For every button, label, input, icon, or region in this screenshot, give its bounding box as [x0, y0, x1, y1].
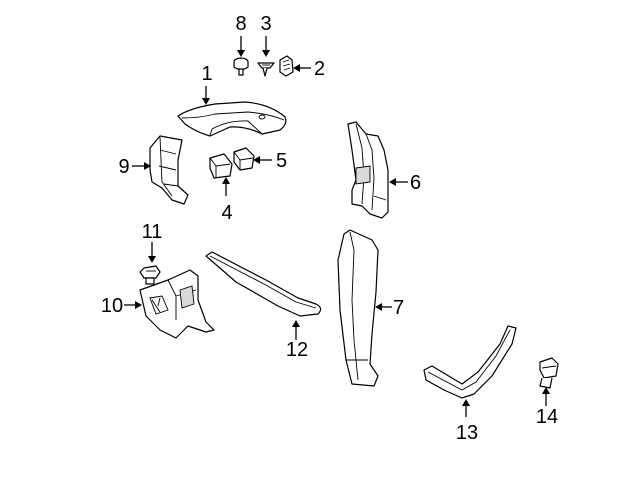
- part-4-cover: [209, 153, 233, 179]
- part-11-fastener: [139, 265, 161, 285]
- leader-12: [292, 320, 300, 340]
- callout-1: 1: [201, 63, 212, 85]
- part-7-pillar-lower: [337, 229, 379, 387]
- callout-3: 3: [260, 13, 271, 35]
- callout-5: 5: [276, 150, 287, 172]
- leader-6: [389, 178, 408, 186]
- leader-13: [462, 399, 470, 417]
- part-9-bracket: [149, 135, 189, 205]
- leader-8: [237, 36, 245, 57]
- part-10-lower-bracket: [139, 269, 215, 339]
- leader-9: [132, 162, 151, 170]
- part-5-cover: [233, 147, 255, 171]
- leader-7: [375, 303, 392, 311]
- leader-2: [293, 64, 311, 72]
- leader-14: [542, 387, 550, 406]
- callout-8: 8: [235, 13, 246, 35]
- callout-13: 13: [456, 422, 478, 444]
- leader-11: [148, 242, 156, 263]
- part-8-clip: [233, 57, 249, 76]
- callout-10: 10: [101, 295, 123, 317]
- callout-6: 6: [410, 172, 421, 194]
- leader-4: [222, 177, 230, 196]
- callout-4: 4: [221, 202, 232, 224]
- callout-2: 2: [314, 58, 325, 80]
- leader-10: [124, 301, 142, 309]
- part-2-clip: [279, 55, 294, 77]
- callout-9: 9: [118, 156, 129, 178]
- part-3-clip: [257, 62, 275, 77]
- callout-7: 7: [393, 297, 404, 319]
- callout-11: 11: [142, 221, 163, 243]
- leader-3: [262, 36, 270, 57]
- callout-12: 12: [286, 339, 308, 361]
- leader-5: [253, 156, 272, 164]
- part-1-pillar-trim: [177, 101, 287, 137]
- part-14-clip: [539, 357, 559, 389]
- callout-14: 14: [536, 406, 558, 428]
- part-12-sill-strip: [205, 251, 322, 317]
- part-13-scuff-strip: [423, 325, 517, 399]
- part-6-pillar-upper: [347, 121, 389, 219]
- leader-1: [202, 86, 210, 105]
